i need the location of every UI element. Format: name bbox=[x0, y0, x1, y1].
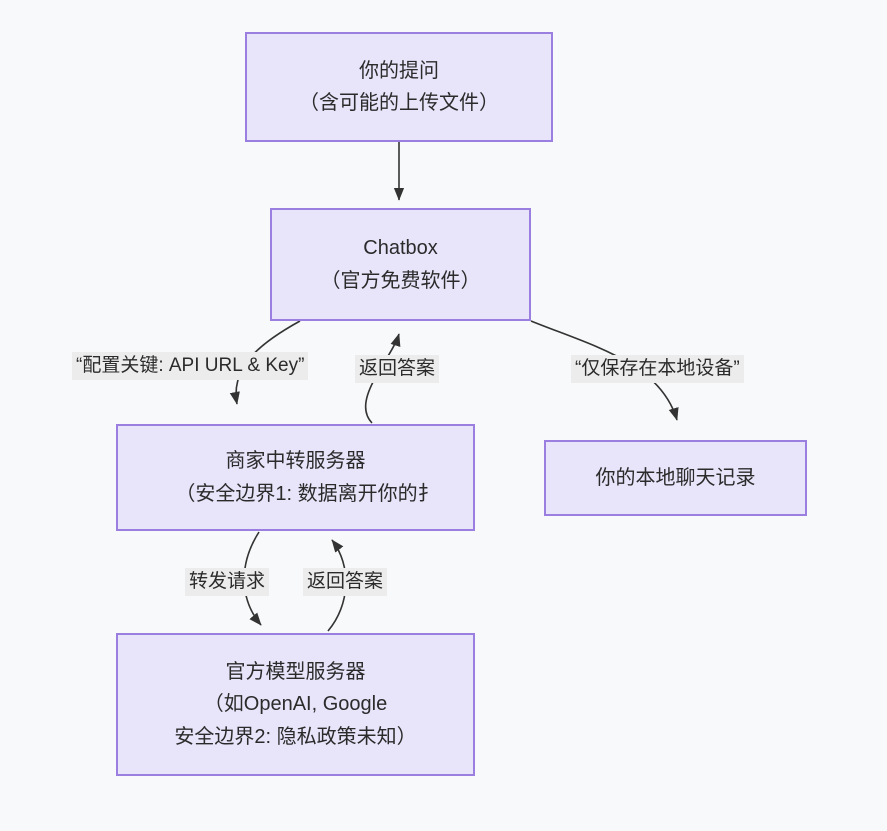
edge-label-forward-request: 转发请求 bbox=[185, 568, 270, 596]
node-your-question-line-1: 你的提问 bbox=[359, 59, 439, 82]
node-chatbox-line-1: Chatbox bbox=[363, 237, 438, 260]
node-merchant-relay-server-line-1: 商家中转服务器 bbox=[225, 450, 366, 473]
node-official-model-server[interactable]: 官方模型服务器 （如OpenAI, Google 安全边界2: 隐私政策未知） bbox=[116, 633, 475, 776]
node-chatbox[interactable]: Chatbox （官方免费软件） bbox=[270, 208, 531, 321]
node-your-question[interactable]: 你的提问 （含可能的上传文件） bbox=[245, 32, 553, 142]
node-your-question-line-2: （含可能的上传文件） bbox=[299, 92, 499, 114]
edge-label-saved-locally-only: “仅保存在本地设备” bbox=[571, 355, 744, 383]
edge-label-return-answer-bottom: 返回答案 bbox=[303, 568, 388, 596]
node-local-chat-records-line-1: 你的本地聊天记录 bbox=[595, 466, 756, 489]
edge-label-config-api-url-key: “配置关键: API URL & Key” bbox=[72, 352, 309, 380]
node-official-model-server-line-1: 官方模型服务器 bbox=[225, 660, 366, 683]
node-official-model-server-line-3: 安全边界2: 隐私政策未知） bbox=[174, 725, 417, 748]
edge-label-return-answer-top: 返回答案 bbox=[355, 355, 440, 383]
node-chatbox-line-2: （官方免费软件） bbox=[320, 269, 481, 292]
node-merchant-relay-server-line-2: （安全边界1: 数据离开你的扌 bbox=[175, 482, 438, 505]
node-merchant-relay-server[interactable]: 商家中转服务器 （安全边界1: 数据离开你的扌 bbox=[116, 424, 475, 531]
node-local-chat-records[interactable]: 你的本地聊天记录 bbox=[544, 440, 807, 516]
node-official-model-server-line-2: （如OpenAI, Google bbox=[203, 693, 388, 716]
